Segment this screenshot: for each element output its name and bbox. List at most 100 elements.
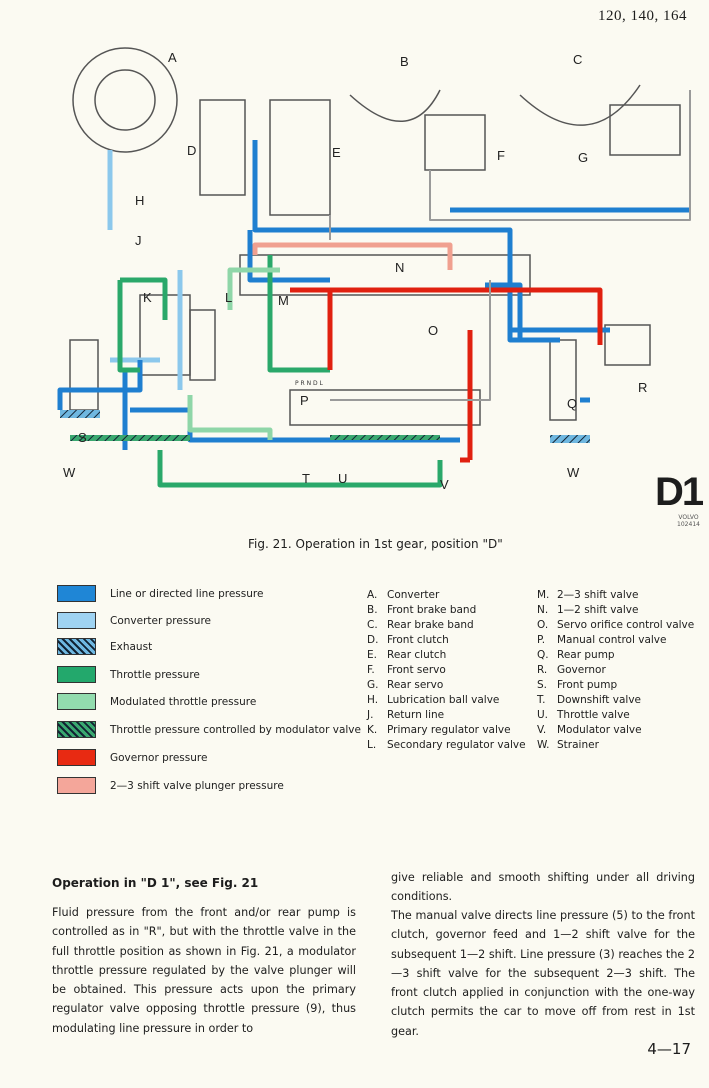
front-clutch [199,99,246,196]
legend-label: Governor pressure [110,751,208,764]
part-key: A. [367,589,378,601]
label-d: D [187,143,196,158]
part-item: L.Secondary regulator valve [367,738,526,753]
parts-list-left: A. Converter B. Front brake band C. Rear br… [367,588,526,753]
label-w-left: W [63,465,76,480]
part-item: P. Manual control valve [537,633,694,648]
label-w-right: W [567,465,580,480]
selector-positions: P R N D L [295,380,324,387]
label-u: U [338,471,347,486]
parts-list-right: M.2—3 shift valve N.1—2 shift valve O.Se… [537,588,694,753]
part-key: O. [537,619,549,631]
part-item: D.Front clutch [367,633,526,648]
label-f: F [497,148,505,163]
label-n: N [395,260,404,275]
front-pump [69,339,99,411]
part-name: Return line [387,709,445,721]
front-brake-band [349,89,441,122]
part-item: M.2—3 shift valve [537,588,694,603]
part-item: G.Rear servo [367,678,526,693]
modulated-line [187,267,280,440]
legend-item: Converter pressure [57,612,211,629]
component-labels: A B C D E F G H J K L M N O P Q R S T U … [63,50,647,492]
swatch-line-pressure [57,585,96,602]
part-item: R.Governor [537,663,694,678]
swatch-plunger [57,777,96,794]
part-key: S. [537,679,548,691]
model-numbers: 120, 140, 164 [598,8,687,24]
label-j: J [135,233,142,248]
part-key: V. [537,724,547,736]
label-v: V [440,477,449,492]
legend-item: Line or directed line pressure [57,585,263,602]
rear-brake-band [519,84,641,126]
swatch-converter [57,612,96,629]
part-name: Strainer [557,739,599,751]
plunger-line [252,242,453,270]
part-name: Front brake band [387,604,477,616]
rear-pump [549,339,577,421]
hydraulic-diagram: P R N D L A B C D E F G H J K L M N O P … [57,47,691,492]
part-item: N.1—2 shift valve [537,603,694,618]
strainer-right [550,435,590,443]
rear-clutch [269,99,331,216]
part-item: Q.Rear pump [537,648,694,663]
part-name: Rear clutch [387,649,447,661]
valve-body-lower [289,389,481,426]
part-item: V. Modulator valve [537,723,694,738]
part-key: B. [367,604,378,616]
legend-label: Converter pressure [110,614,211,627]
position-badge-logo: D1 [655,470,704,514]
part-name: Throttle valve [557,709,630,721]
part-name: Manual control valve [557,634,667,646]
part-item: W.Strainer [537,738,694,753]
part-key: L. [367,739,377,751]
part-key: H. [367,694,379,706]
legend-item: Throttle pressure [57,666,200,683]
legend-label: Modulated throttle pressure [110,695,257,708]
label-h: H [135,193,144,208]
part-item: F.Front servo [367,663,526,678]
label-r: R [638,380,647,395]
modulator-hatched-line [330,435,440,440]
section-heading: Operation in "D 1", see Fig. 21 [52,876,259,890]
label-b: B [400,54,409,69]
label-g: G [578,150,588,165]
part-key: C. [367,619,378,631]
part-key: J. [367,709,374,721]
label-e: E [332,145,341,160]
part-name: Modulator valve [557,724,642,736]
part-name: Rear brake band [387,619,474,631]
part-item: O.Servo orifice control valve [537,618,694,633]
legend-label: Throttle pressure controlled by modulato… [110,723,361,736]
exhaust-hatched-line [70,435,190,441]
label-s: S [78,430,87,445]
part-item: J. Return line [367,708,526,723]
body-column-1: Fluid pressure from the front and/or rea… [52,906,356,1035]
part-name: Downshift valve [557,694,641,706]
legend-label: Exhaust [110,640,153,653]
label-l: L [225,290,232,305]
part-name: Converter [387,589,440,601]
label-m: M [278,293,289,308]
label-q: Q [567,396,577,411]
part-key: P. [537,634,546,646]
label-t: T [302,471,310,486]
part-item: S.Front pump [537,678,694,693]
swatch-modulator-controlled [57,721,96,738]
line-pressure-2 [247,230,523,340]
legend-item: Exhaust [57,638,152,655]
body-column-2b: The manual valve directs line pressure (… [391,909,695,1038]
part-name: Front servo [387,664,446,676]
part-item: T. Downshift valve [537,693,694,708]
part-item: U.Throttle valve [537,708,694,723]
page-number: 4—17 [647,1040,691,1058]
part-key: E. [367,649,377,661]
strainer-left [60,410,100,418]
figure-caption: Fig. 21. Operation in 1st gear, position… [248,537,503,551]
part-name: 2—3 shift valve [557,589,639,601]
part-key: T. [537,694,546,706]
valve-body-upper [239,254,531,296]
part-item: H.Lubrication ball valve [367,693,526,708]
swatch-modulated [57,693,96,710]
